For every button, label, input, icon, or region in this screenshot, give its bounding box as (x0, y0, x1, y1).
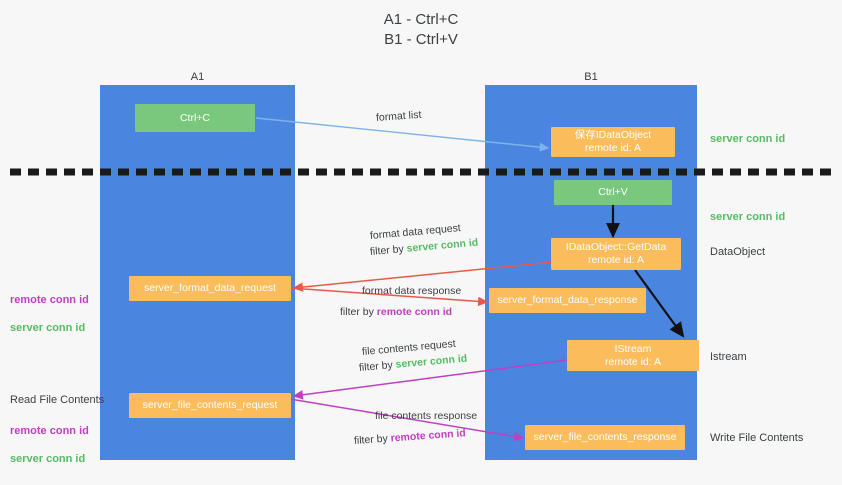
node-idataobject-getdata[interactable]: IDataObject::GetData remote id: A (551, 238, 681, 270)
edge-filter-prefix: filter by (353, 432, 392, 447)
annotation-server-conn-id: server conn id (10, 322, 86, 334)
arrow-file-contents-request (292, 359, 568, 400)
edge-filter-value-remote-conn-id: remote conn id (376, 306, 453, 318)
edge-label-format-data-response: format data response (362, 285, 462, 297)
annotation-conn-pair-top: remote conn id server conn id (10, 279, 89, 349)
node-istream[interactable]: IStream remote id: A (567, 340, 699, 371)
node-server-format-data-request[interactable]: server_format_data_request (129, 276, 291, 301)
edge-filter-format-data-response: filter by remote conn id (340, 305, 452, 319)
arrow-format-data-request (292, 261, 554, 292)
node-save-idataobject[interactable]: 保存IDataObject remote id: A (551, 127, 675, 157)
arrow-format-data-response (289, 287, 489, 307)
annotation-remote-conn-id: remote conn id (10, 294, 89, 306)
edge-filter-prefix: filter by (340, 306, 377, 318)
page-title: A1 - Ctrl+C B1 - Ctrl+V (383, 11, 459, 48)
node-ctrl-c[interactable]: Ctrl+C (135, 104, 255, 132)
annotation-conn-pair-bottom: remote conn id server conn id (10, 410, 89, 480)
arrow-format-list (255, 117, 550, 152)
annotation-remote-conn-id: remote conn id (10, 425, 89, 437)
annotation-server-conn-id: server conn id (10, 453, 86, 465)
annotation-istream: Istream (710, 351, 747, 363)
arrow-getdata-to-istream (634, 269, 685, 338)
annotation-dataobject: DataObject (710, 246, 766, 258)
edge-label-file-contents-response: file contents response (375, 410, 478, 422)
node-ctrl-v[interactable]: Ctrl+V (554, 180, 672, 205)
annotation-server-conn-id-top: server conn id (710, 133, 786, 145)
annotation-read-file-contents: Read File Contents (10, 394, 105, 406)
node-server-file-contents-request[interactable]: server_file_contents_request (129, 393, 291, 418)
lane-header-b1-title: B1 (584, 71, 598, 83)
edge-filter-prefix: filter by (369, 242, 408, 258)
lane-header-a1-title: A1 (190, 71, 205, 83)
arrow-file-contents-response (289, 398, 525, 442)
edge-filter-prefix: filter by (358, 358, 397, 374)
node-server-format-data-response[interactable]: server_format_data_response (489, 288, 646, 313)
node-server-file-contents-response[interactable]: server_file_contents_response (525, 425, 685, 450)
annotation-server-conn-id-second: server conn id (710, 211, 786, 223)
annotation-write-file-contents: Write File Contents (710, 432, 804, 444)
